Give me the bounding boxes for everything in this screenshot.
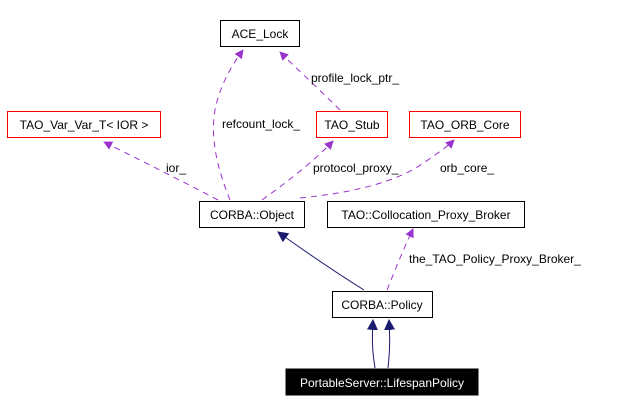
node-ace-lock[interactable]: ACE_Lock: [220, 20, 300, 47]
edge-orb-core: orb_core_: [299, 139, 494, 199]
edge-label-refcount-lock: refcount_lock_: [222, 117, 300, 131]
node-tao-var-var[interactable]: TAO_Var_Var_T< IOR >: [7, 111, 161, 138]
node-label: TAO::Collocation_Proxy_Broker: [341, 208, 510, 222]
node-tao-stub[interactable]: TAO_Stub: [316, 111, 388, 138]
node-corba-object[interactable]: CORBA::Object: [199, 201, 305, 228]
edge-refcount-lock: refcount_lock_: [212, 49, 300, 201]
node-label: CORBA::Object: [210, 208, 295, 222]
edge-protocol-proxy: protocol_proxy_: [261, 140, 399, 201]
node-label: TAO_ORB_Core: [420, 118, 509, 132]
node-label: TAO_Var_Var_T< IOR >: [20, 118, 149, 132]
node-tao-orb-core[interactable]: TAO_ORB_Core: [409, 111, 521, 138]
edge-lifespan-inherits-policy-2: [384, 318, 396, 369]
edge-ior: ior_: [103, 141, 219, 201]
node-lifespan-policy: PortableServer::LifespanPolicy: [285, 368, 479, 396]
node-label: ACE_Lock: [232, 27, 290, 41]
node-label: CORBA::Policy: [341, 298, 422, 312]
edge-label-protocol-proxy: protocol_proxy_: [313, 161, 399, 175]
edge-label-policy-broker: the_TAO_Policy_Proxy_Broker_: [409, 252, 581, 266]
edge-label-orb-core: orb_core_: [440, 161, 494, 175]
edge-lifespan-inherits-policy-1: [366, 318, 378, 369]
node-label: TAO_Stub: [324, 118, 379, 132]
node-corba-policy[interactable]: CORBA::Policy: [332, 291, 433, 318]
edge-label-profile-lock-ptr: profile_lock_ptr_: [311, 71, 399, 85]
edge-profile-lock-ptr: profile_lock_ptr_: [279, 51, 399, 111]
edge-policy-inherits-object: [277, 231, 365, 291]
edge-policy-broker: the_TAO_Policy_Proxy_Broker_: [386, 228, 581, 291]
node-collocation-proxy-broker[interactable]: TAO::Collocation_Proxy_Broker: [327, 201, 525, 228]
edge-label-ior: ior_: [166, 161, 186, 175]
node-label: PortableServer::LifespanPolicy: [300, 376, 464, 390]
